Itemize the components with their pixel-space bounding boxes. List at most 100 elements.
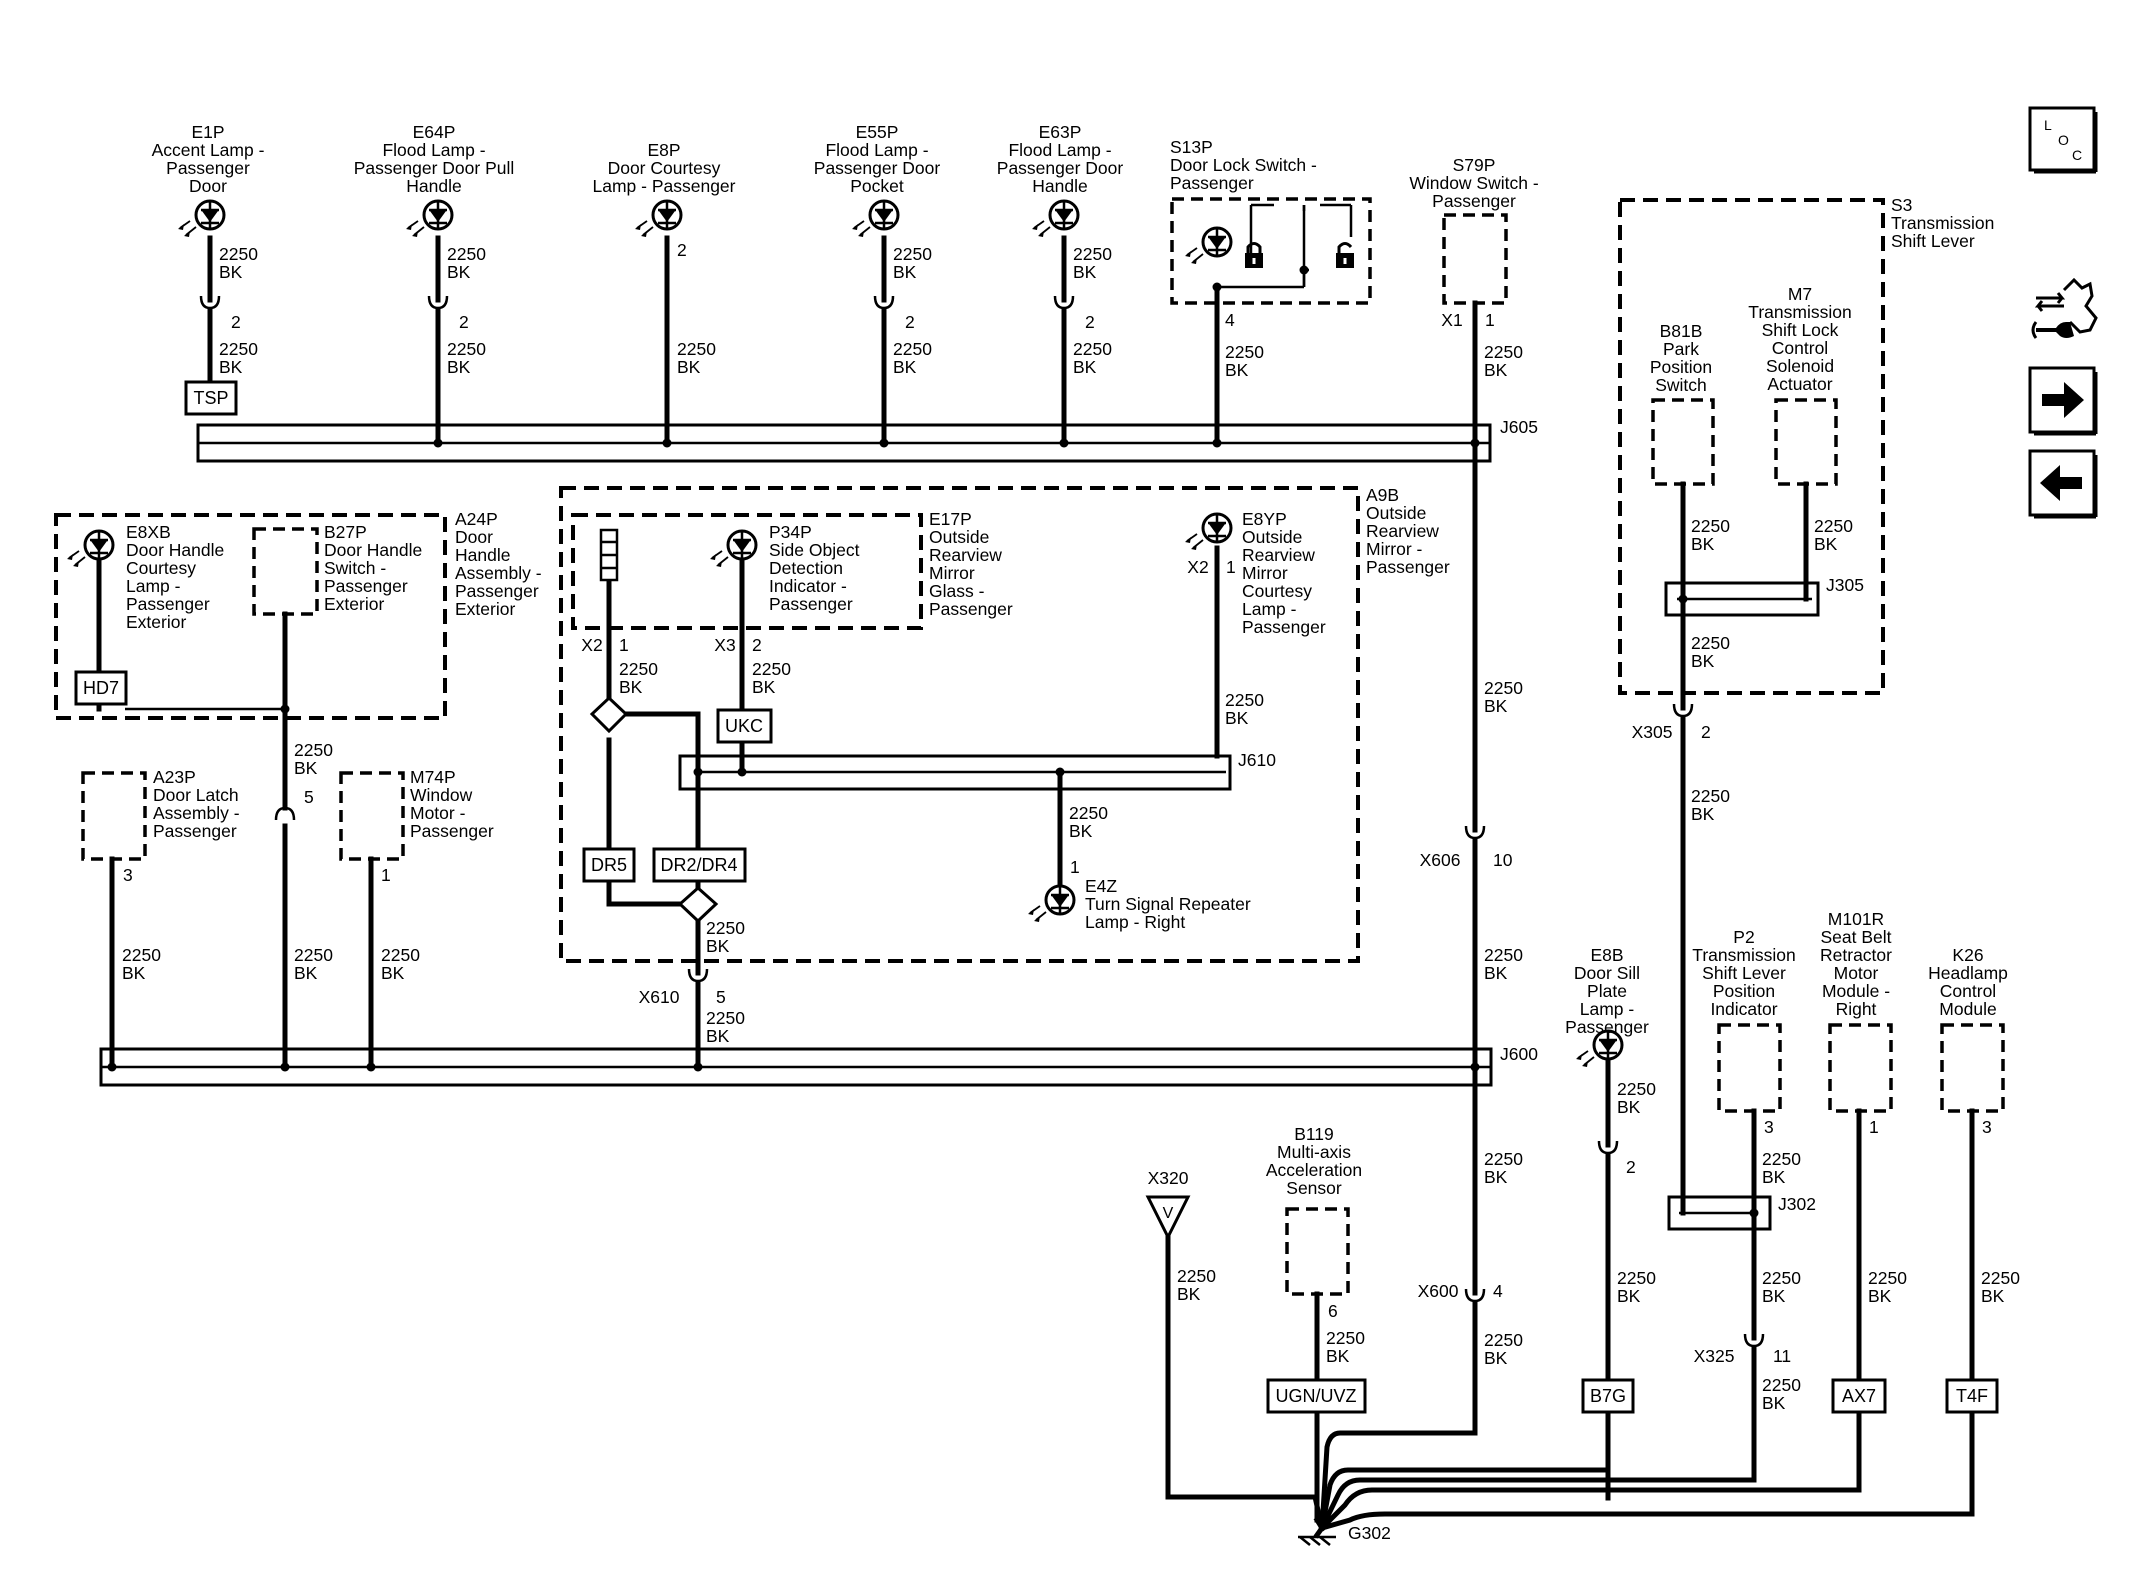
svg-text:Transmission: Transmission bbox=[1891, 213, 1994, 233]
svg-text:BK: BK bbox=[219, 262, 243, 282]
label-x2a: X2 bbox=[581, 635, 602, 655]
svg-text:2250: 2250 bbox=[1073, 244, 1112, 264]
svg-text:L: L bbox=[2044, 117, 2052, 133]
svg-text:Passenger Door Pull: Passenger Door Pull bbox=[354, 158, 515, 178]
svg-text:2250: 2250 bbox=[1484, 1330, 1523, 1350]
svg-text:Handle: Handle bbox=[455, 545, 510, 565]
svg-text:1: 1 bbox=[1070, 857, 1080, 877]
label-j302: J302 bbox=[1778, 1194, 1816, 1214]
svg-text:BK: BK bbox=[447, 357, 471, 377]
svg-text:TSP: TSP bbox=[193, 388, 228, 408]
svg-text:BK: BK bbox=[1617, 1286, 1641, 1306]
svg-text:Position: Position bbox=[1713, 981, 1775, 1001]
svg-text:Transmission: Transmission bbox=[1748, 302, 1851, 322]
svg-text:UGN/UVZ: UGN/UVZ bbox=[1276, 1386, 1357, 1406]
svg-text:S13P: S13P bbox=[1170, 137, 1213, 157]
e17p-boundary bbox=[571, 513, 923, 630]
label-b81b: B81B Park Position Switch bbox=[1650, 321, 1712, 395]
svg-text:2250: 2250 bbox=[219, 339, 258, 359]
svg-text:BK: BK bbox=[706, 936, 730, 956]
svg-text:Switch: Switch bbox=[1655, 375, 1707, 395]
svg-text:BK: BK bbox=[1762, 1167, 1786, 1187]
x320-ground-terminal: V bbox=[1145, 1195, 1191, 1241]
m101r-boundary bbox=[1828, 1023, 1893, 1113]
svg-text:S79P: S79P bbox=[1453, 155, 1496, 175]
svg-text:Window Switch -: Window Switch - bbox=[1409, 173, 1539, 193]
svg-text:O: O bbox=[2058, 132, 2069, 148]
a9b-boundary bbox=[559, 486, 1360, 963]
svg-text:Passenger: Passenger bbox=[324, 576, 408, 596]
svg-text:2250: 2250 bbox=[1981, 1268, 2020, 1288]
splice-diamond-lower bbox=[677, 885, 719, 924]
svg-text:Pocket: Pocket bbox=[850, 176, 904, 196]
svg-text:BK: BK bbox=[1484, 360, 1508, 380]
box-hd7: HD7 bbox=[74, 670, 128, 706]
svg-text:Passenger: Passenger bbox=[126, 594, 210, 614]
lamp-e8yp-icon bbox=[1183, 512, 1233, 552]
svg-text:3: 3 bbox=[1982, 1117, 1992, 1137]
svg-text:5: 5 bbox=[304, 787, 314, 807]
svg-text:2250: 2250 bbox=[1484, 1149, 1523, 1169]
svg-text:BK: BK bbox=[893, 262, 917, 282]
svg-text:BK: BK bbox=[1691, 651, 1715, 671]
svg-text:Passenger: Passenger bbox=[1565, 1017, 1649, 1037]
svg-text:2: 2 bbox=[231, 312, 241, 332]
label-s13p: S13P Door Lock Switch - Passenger bbox=[1170, 137, 1317, 193]
lamp-e4z-icon bbox=[1026, 884, 1076, 924]
svg-text:BK: BK bbox=[619, 677, 643, 697]
svg-text:2250: 2250 bbox=[619, 659, 658, 679]
svg-text:B119: B119 bbox=[1294, 1124, 1334, 1144]
m7-boundary bbox=[1774, 398, 1838, 486]
label-x320: X320 bbox=[1148, 1168, 1189, 1188]
svg-text:BK: BK bbox=[1225, 708, 1249, 728]
svg-text:Module -: Module - bbox=[1822, 981, 1890, 1001]
svg-text:2250: 2250 bbox=[1691, 633, 1730, 653]
svg-text:Multi-axis: Multi-axis bbox=[1277, 1142, 1351, 1162]
svg-text:BK: BK bbox=[1981, 1286, 2005, 1306]
svg-text:Flood Lamp -: Flood Lamp - bbox=[1008, 140, 1111, 160]
svg-text:Door Latch: Door Latch bbox=[153, 785, 239, 805]
svg-text:2250: 2250 bbox=[219, 244, 258, 264]
svg-text:BK: BK bbox=[1073, 262, 1097, 282]
svg-text:Door Handle: Door Handle bbox=[324, 540, 422, 560]
svg-text:E8B: E8B bbox=[1590, 945, 1623, 965]
svg-text:Mirror: Mirror bbox=[1242, 563, 1288, 583]
svg-text:2250: 2250 bbox=[1225, 342, 1264, 362]
svg-text:Passenger: Passenger bbox=[1432, 191, 1516, 211]
label-j610: J610 bbox=[1238, 750, 1276, 770]
svg-text:2250: 2250 bbox=[447, 339, 486, 359]
arrow-left-icon[interactable] bbox=[2028, 449, 2098, 519]
svg-text:2250: 2250 bbox=[1484, 945, 1523, 965]
box-t4f: T4F bbox=[1945, 1378, 1999, 1414]
svg-text:2250: 2250 bbox=[1073, 339, 1112, 359]
svg-text:BK: BK bbox=[1814, 534, 1838, 554]
svg-text:2250: 2250 bbox=[1762, 1149, 1801, 1169]
svg-text:2: 2 bbox=[1626, 1157, 1636, 1177]
svg-text:2250: 2250 bbox=[1326, 1328, 1365, 1348]
svg-text:BK: BK bbox=[752, 677, 776, 697]
svg-text:S3: S3 bbox=[1891, 195, 1912, 215]
label-b119: B119 Multi-axis Acceleration Sensor bbox=[1266, 1124, 1362, 1198]
svg-text:BK: BK bbox=[1762, 1286, 1786, 1306]
svg-text:Lamp - Right: Lamp - Right bbox=[1085, 912, 1185, 932]
svg-text:BK: BK bbox=[1177, 1284, 1201, 1304]
arrow-right-icon[interactable] bbox=[2028, 366, 2098, 436]
svg-text:3: 3 bbox=[123, 865, 133, 885]
label-x305: X305 bbox=[1632, 722, 1673, 742]
svg-text:10: 10 bbox=[1493, 850, 1513, 870]
svg-text:2250: 2250 bbox=[1484, 678, 1523, 698]
svg-text:1: 1 bbox=[619, 635, 629, 655]
svg-text:P34P: P34P bbox=[769, 522, 812, 542]
svg-text:Switch -: Switch - bbox=[324, 558, 386, 578]
svg-text:Lamp -: Lamp - bbox=[126, 576, 181, 596]
svg-text:Exterior: Exterior bbox=[126, 612, 186, 632]
label-a23p: A23P Door Latch Assembly - Passenger bbox=[153, 767, 240, 841]
location-icon[interactable]: L O C bbox=[2028, 106, 2098, 174]
box-ugn-uvz: UGN/UVZ bbox=[1266, 1378, 1367, 1414]
label-b27p: B27P Door Handle Switch - Passenger Exte… bbox=[324, 522, 422, 614]
connector-wrench-icon[interactable] bbox=[2031, 277, 2098, 339]
lamp-e8p-icon bbox=[633, 199, 683, 239]
label-m101r: M101R Seat Belt Retractor Motor Module -… bbox=[1820, 909, 1892, 1019]
